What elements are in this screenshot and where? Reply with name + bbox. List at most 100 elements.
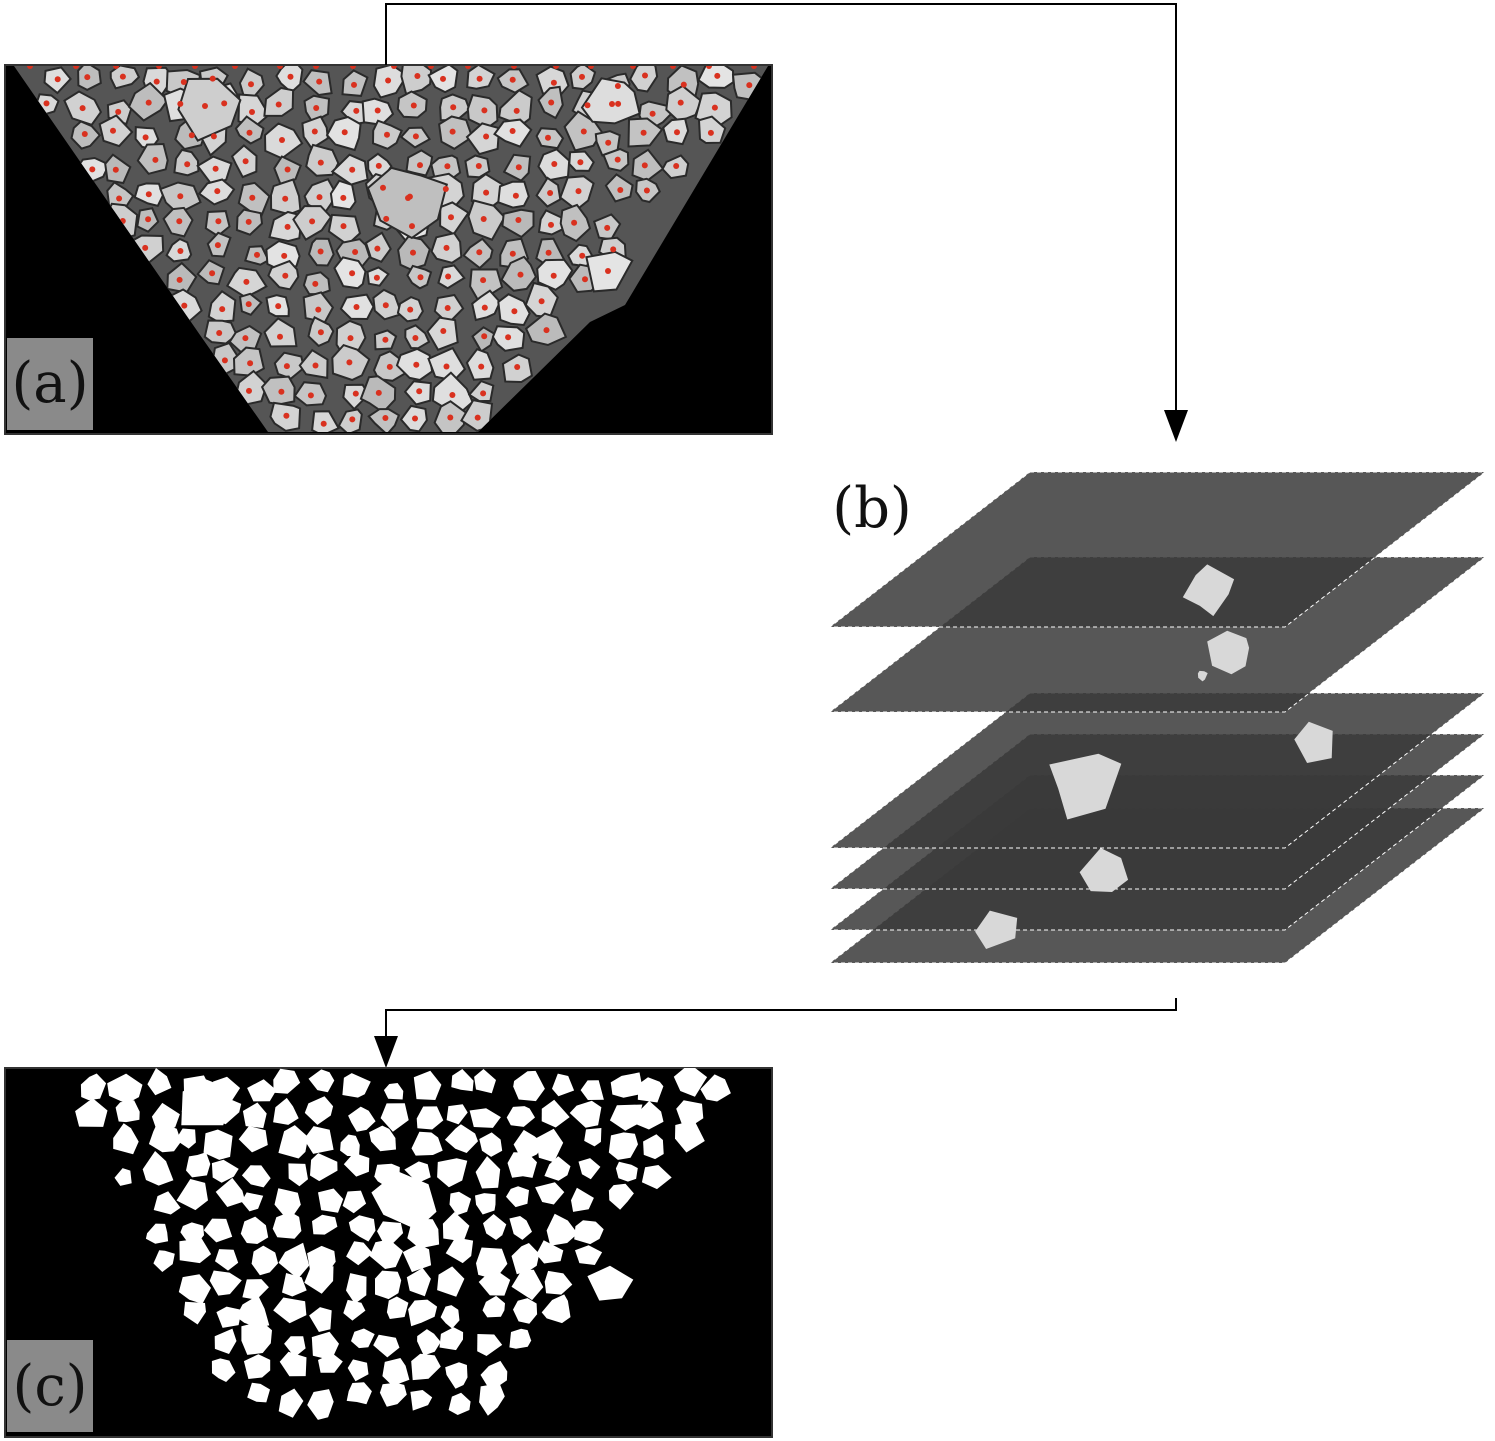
seed-dot xyxy=(380,184,386,191)
seed-dot xyxy=(511,308,518,315)
grain xyxy=(497,89,533,127)
seed-dot xyxy=(615,100,622,107)
panel-a-seed-dots xyxy=(27,66,757,427)
segmented-grain xyxy=(411,1131,443,1156)
segmented-grain xyxy=(279,1351,307,1377)
segmented-grain xyxy=(238,1126,268,1153)
segmented-grain xyxy=(474,1069,496,1094)
panel-c: (c) xyxy=(4,1067,773,1438)
segmented-grain xyxy=(574,1220,604,1245)
segmented-grain xyxy=(445,1362,468,1389)
segmented-grain xyxy=(75,1098,108,1127)
segmented-grain xyxy=(147,1068,172,1096)
segmented-grain xyxy=(506,1186,529,1208)
seed-dot xyxy=(443,363,450,370)
seed-dot xyxy=(481,333,488,340)
segmented-grain xyxy=(608,1183,634,1210)
seed-dot xyxy=(579,73,585,80)
segmented-grain xyxy=(115,1100,140,1123)
seed-dot xyxy=(505,334,512,341)
seed-dot xyxy=(478,363,485,370)
segmented-grain xyxy=(153,1191,181,1215)
segmented-grain xyxy=(609,1104,643,1131)
seed-dot xyxy=(214,188,221,195)
grain xyxy=(263,317,298,348)
segmented-grain xyxy=(176,1179,208,1211)
seed-dot xyxy=(249,194,256,201)
seed-dot xyxy=(386,363,393,370)
segmented-grain xyxy=(342,1073,371,1098)
seed-dot xyxy=(447,414,454,421)
grain xyxy=(465,122,501,156)
seed-dot xyxy=(248,81,254,88)
segmented-grain xyxy=(511,1243,540,1275)
seed-dot xyxy=(412,133,419,140)
seed-dot xyxy=(410,102,417,109)
seed-dot xyxy=(412,415,418,422)
segmented-grain xyxy=(513,1298,538,1324)
segmented-grain xyxy=(241,1321,272,1355)
segmented-grain xyxy=(307,1245,336,1274)
seed-dot xyxy=(43,100,50,107)
seed-dot xyxy=(706,66,712,69)
seed-dot xyxy=(414,73,421,79)
segmented-grain xyxy=(575,1245,603,1265)
seed-dot xyxy=(277,66,283,69)
seed-dot xyxy=(349,270,356,277)
slice-grain-blob xyxy=(1197,670,1208,682)
seed-dot xyxy=(548,221,554,228)
seed-dot xyxy=(604,224,611,231)
grain xyxy=(260,375,296,406)
segmented-grain xyxy=(347,1359,369,1382)
panel-b-slice-stack xyxy=(828,471,1487,964)
seed-dot xyxy=(448,214,454,221)
seed-dot xyxy=(440,328,447,334)
seed-dot xyxy=(317,159,324,166)
segmented-grain xyxy=(369,1125,396,1152)
segmented-grain xyxy=(408,1299,438,1327)
seed-dot xyxy=(640,129,647,136)
segmented-grain xyxy=(175,1128,196,1149)
segmented-grain xyxy=(203,1129,233,1160)
seed-dot xyxy=(476,75,483,82)
seed-dot xyxy=(641,162,648,169)
segmented-grain xyxy=(375,1270,402,1300)
seed-dot xyxy=(341,129,348,136)
segmented-grain xyxy=(587,1265,634,1301)
segmented-grain xyxy=(272,1211,302,1239)
seed-dot xyxy=(177,100,184,107)
segmented-grain xyxy=(544,1270,573,1295)
segmented-grain xyxy=(215,1177,246,1207)
segmented-grain xyxy=(284,1336,306,1358)
seed-dot xyxy=(512,192,519,199)
grain xyxy=(471,326,496,353)
seed-dot xyxy=(409,223,415,230)
seed-dot xyxy=(145,191,152,198)
seed-dot xyxy=(142,134,149,141)
seed-dot xyxy=(374,107,381,114)
seed-dot xyxy=(119,73,126,80)
seed-dot xyxy=(142,244,149,251)
segmented-grain xyxy=(186,1152,211,1178)
slice-plane xyxy=(828,471,1487,628)
segmented-grain xyxy=(318,1188,344,1213)
segmented-grain xyxy=(402,1244,432,1273)
segmented-grain xyxy=(236,1295,270,1328)
segmented-grain xyxy=(178,1274,211,1304)
slice xyxy=(828,692,1487,849)
segmented-grain xyxy=(348,1215,376,1242)
seed-dot xyxy=(346,359,353,366)
seed-dot xyxy=(580,128,587,135)
seed-dot xyxy=(352,390,359,397)
segmented-grain xyxy=(451,1069,474,1092)
segmented-grain xyxy=(343,1299,366,1321)
seed-dot xyxy=(116,195,123,202)
segmented-grain xyxy=(475,1156,501,1189)
seed-dot xyxy=(509,250,516,257)
segmented-grain xyxy=(346,1241,373,1266)
segmented-grain xyxy=(507,1152,537,1178)
segmented-grain xyxy=(318,1353,343,1373)
seed-dot xyxy=(481,107,488,114)
segmented-grain xyxy=(288,1163,308,1187)
seed-dot xyxy=(513,107,520,114)
